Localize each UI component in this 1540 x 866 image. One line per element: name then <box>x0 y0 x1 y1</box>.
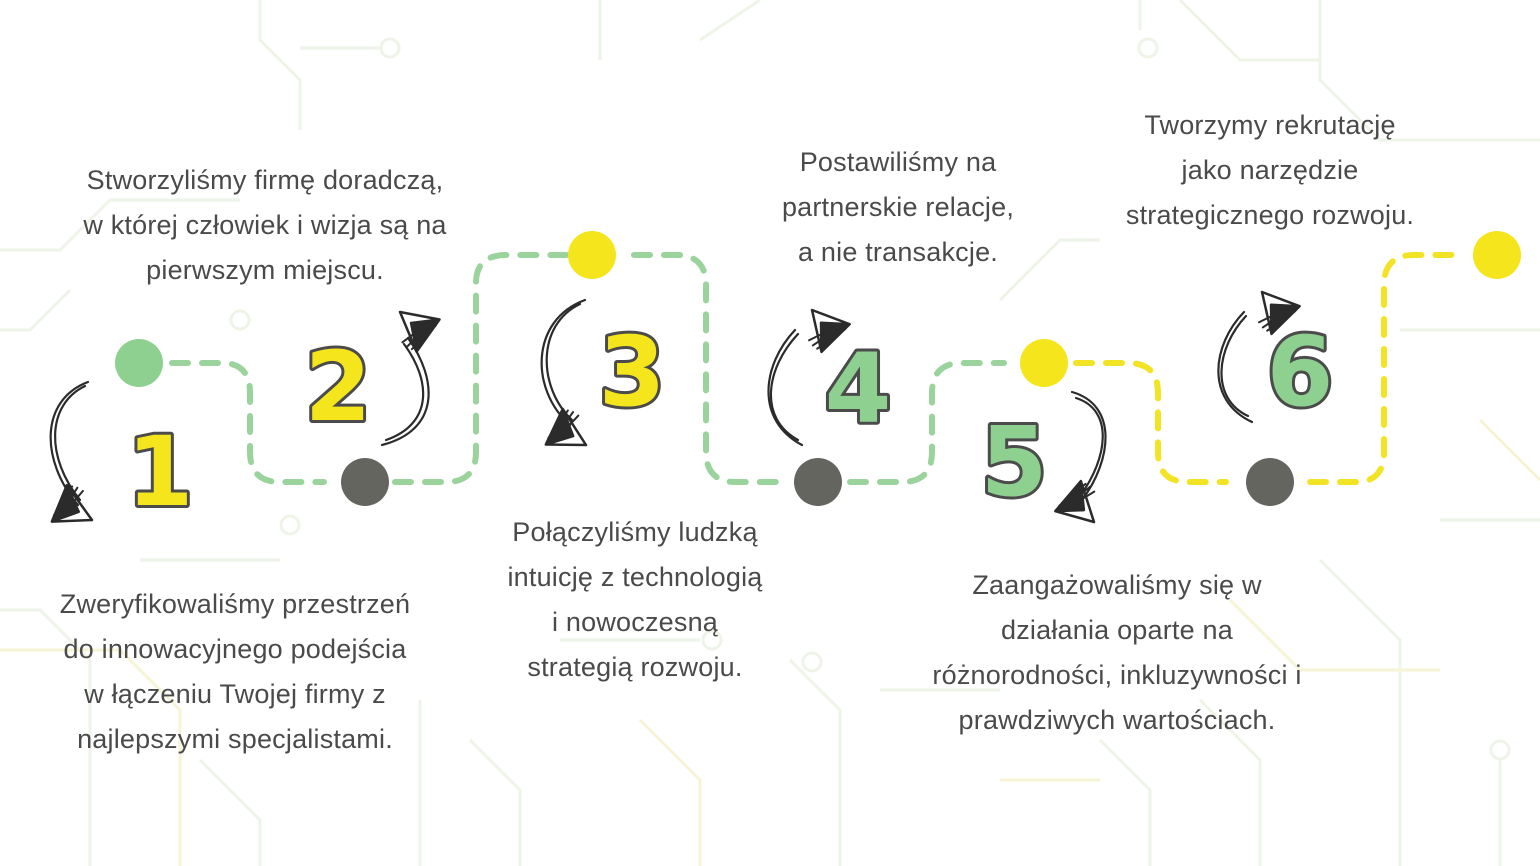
milestone-dot <box>568 231 616 279</box>
milestone-dot <box>1020 339 1068 387</box>
caption-line: partnerskie relacje, <box>781 192 1015 222</box>
caption-line: strategicznego rozwoju. <box>1125 200 1415 230</box>
caption-line: jako narzędzie <box>1181 155 1359 185</box>
curved-arrow-icon <box>767 308 852 447</box>
step-4-caption: Postawiliśmy na partnerskie relacje, a n… <box>758 140 1038 275</box>
caption-line: a nie transakcje. <box>797 237 998 267</box>
step-number-6: 6 <box>1267 316 1334 428</box>
caption-line: Tworzymy rekrutację <box>1144 110 1396 140</box>
caption-line: w której człowiek i wizja są na <box>83 210 447 240</box>
caption-line: Stworzyliśmy firmę doradczą, <box>86 165 444 195</box>
caption-line: prawdziwych wartościach. <box>958 705 1276 735</box>
step-3-caption: Połączyliśmy ludzką intuicję z technolog… <box>490 510 780 690</box>
curved-arrow-icon <box>540 298 588 450</box>
caption-line: w łączeniu Twojej firmy z <box>84 679 386 709</box>
caption-line: najlepszymi specjalistami. <box>77 724 393 754</box>
route-segment-yellow <box>1073 252 1461 485</box>
step-number-2: 2 <box>305 331 372 443</box>
caption-line: różnorodności, inkluzywności i <box>932 660 1302 690</box>
step-number-5: 5 <box>981 406 1048 518</box>
caption-line: Zweryfikowaliśmy przestrzeń <box>59 589 411 619</box>
step-5-caption: Zaangażowaliśmy się w działania oparte n… <box>910 563 1324 743</box>
caption-line: strategią rozwoju. <box>527 652 743 682</box>
caption-line: Połączyliśmy ludzką <box>512 517 758 547</box>
caption-line: działania oparte na <box>1001 615 1233 645</box>
caption-line: Postawiliśmy na <box>799 147 997 177</box>
step-number-1: 1 <box>127 416 194 528</box>
route-segment-green <box>169 252 1007 485</box>
curved-arrow-icon <box>1053 390 1107 524</box>
step-6-caption: Tworzymy rekrutację jako narzędzie strat… <box>1110 103 1430 238</box>
milestone-dot <box>341 458 389 506</box>
step-2-caption: Stworzyliśmy firmę doradczą, w której cz… <box>70 158 460 293</box>
step-number-3: 3 <box>599 316 666 428</box>
caption-line: i nowoczesną <box>552 607 718 637</box>
milestone-dot-start <box>115 339 163 387</box>
step-1-caption: Zweryfikowaliśmy przestrzeń do innowacyj… <box>50 582 420 762</box>
caption-line: do innowacyjnego podejścia <box>63 634 407 664</box>
curved-arrow-icon <box>380 310 442 447</box>
milestone-dot <box>794 458 842 506</box>
caption-line: pierwszym miejscu. <box>146 255 384 285</box>
curved-arrow-icon <box>1217 290 1302 424</box>
caption-line: Zaangażowaliśmy się w <box>972 570 1262 600</box>
caption-line: intuicję z technologią <box>507 562 763 592</box>
step-number-4: 4 <box>825 333 892 445</box>
milestone-dot-end <box>1473 231 1521 279</box>
milestone-dot <box>1246 458 1294 506</box>
curved-arrow-icon <box>45 380 94 527</box>
